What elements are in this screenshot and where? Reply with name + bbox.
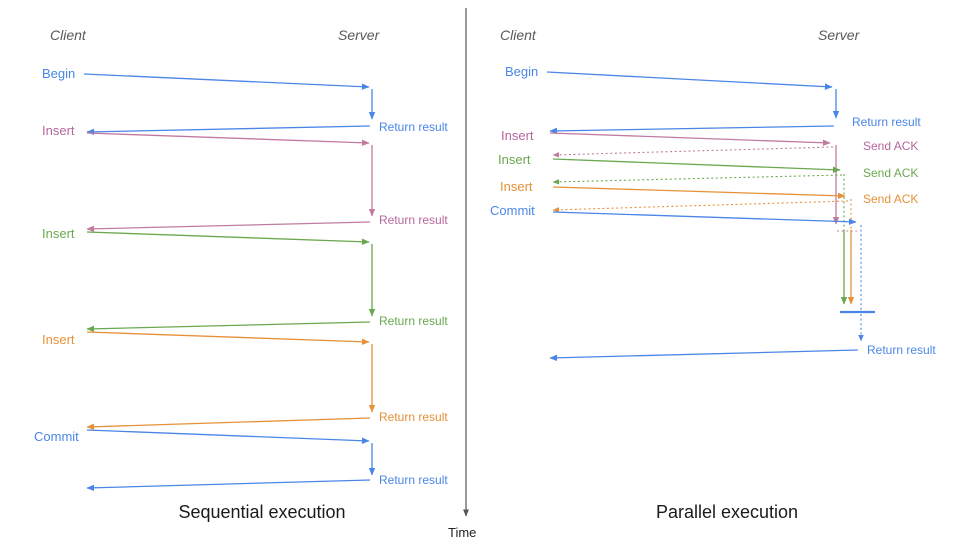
sequential-panel: Client Server Begin Return result Insert… [34,27,448,522]
seq-insert1-request-arrow [86,132,370,146]
time-axis: Time [448,8,476,540]
seq-commit-label: Commit [34,429,79,444]
seq-begin-label: Begin [42,66,75,81]
par-begin-request-arrow [546,71,833,90]
seq-insert2-response-label: Return result [379,314,448,328]
par-insert1-ack-label: Send ACK [863,139,918,153]
seq-insert3-request-arrow [86,331,370,345]
seq-insert3-response-label: Return result [379,410,448,424]
par-insert2-ack-arrow [552,174,843,185]
par-begin-return-arrow [549,125,835,135]
par-client-header: Client [500,27,537,43]
seq-insert2-request-arrow [86,231,370,245]
par-insert3-label: Insert [500,179,533,194]
seq-insert3-label: Insert [42,332,75,347]
seq-commit-response-label: Return result [379,473,448,487]
par-commit-label: Commit [490,203,535,218]
par-insert1-label: Insert [501,128,534,143]
par-insert3-ack-arrow [552,200,849,213]
seq-commit-request-arrow [86,429,370,444]
par-insert1-ack-arrow [552,146,834,158]
seq-client-header: Client [50,27,87,43]
par-commit-request-arrow [552,211,857,226]
seq-server-header: Server [338,27,381,43]
parallel-caption: Parallel execution [656,502,798,522]
seq-begin-request-arrow [83,73,370,90]
seq-insert3-return-arrow [86,417,371,431]
par-commit-return-arrow [549,349,859,362]
par-insert2-label: Insert [498,152,531,167]
par-insert2-ack-label: Send ACK [863,166,918,180]
par-insert3-ack-label: Send ACK [863,192,918,206]
par-insert1-request-arrow [549,132,831,146]
seq-insert2-return-arrow [86,321,371,333]
seq-insert1-label: Insert [42,123,75,138]
par-begin-response-label: Return result [852,115,921,129]
par-insert2-request-arrow [552,158,841,173]
par-insert3-request-arrow [552,186,846,200]
seq-insert1-return-arrow [86,221,371,233]
par-begin-label: Begin [505,64,538,79]
parallel-panel: Client Server Begin Return result Insert… [490,27,936,522]
sequential-caption: Sequential execution [178,502,345,522]
seq-begin-response-label: Return result [379,120,448,134]
par-server-header: Server [818,27,861,43]
seq-begin-return-arrow [86,125,371,136]
seq-commit-return-arrow [86,479,371,492]
seq-insert1-response-label: Return result [379,213,448,227]
time-axis-label: Time [448,525,476,540]
seq-insert2-label: Insert [42,226,75,241]
par-commit-response-label: Return result [867,343,936,357]
